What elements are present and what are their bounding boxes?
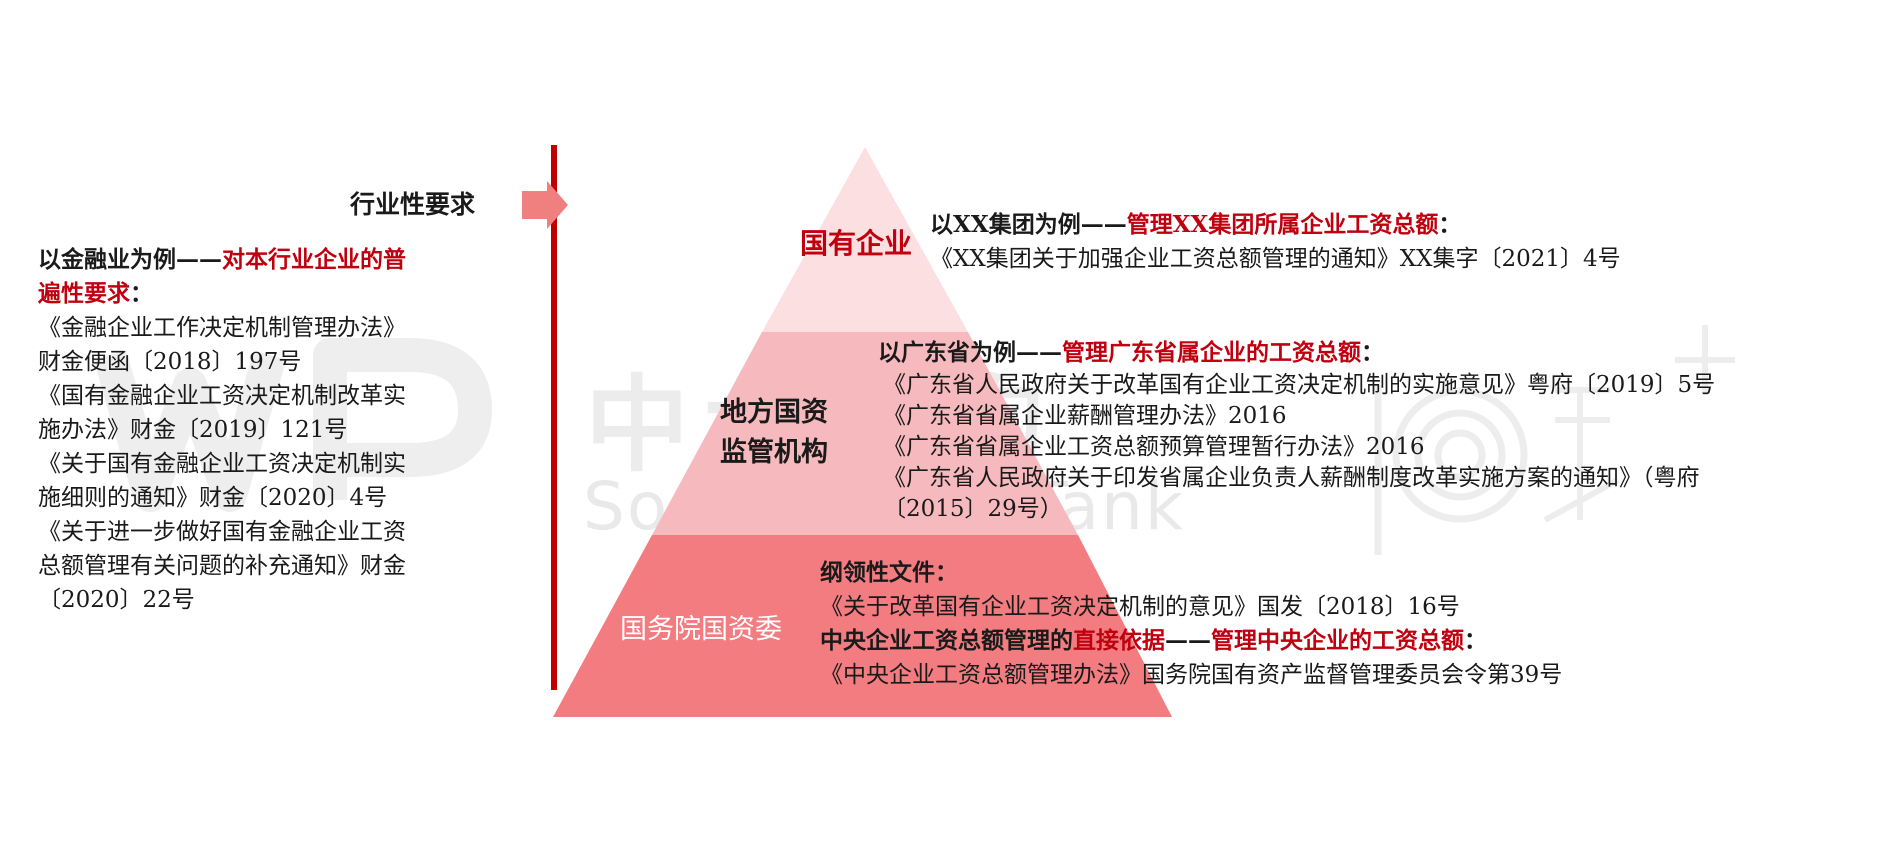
tier-top-text: 以XX集团为例——管理XX集团所属企业工资总额： 《XX集团关于加强企业工资总额… bbox=[930, 208, 1621, 276]
pyramid-tier-bottom bbox=[553, 535, 1172, 717]
industry-heading-suffix: ： bbox=[130, 280, 153, 307]
industry-line: 《国有金融企业工资决定机制改革实 bbox=[38, 383, 406, 409]
tier-middle-label-line2: 监管机构 bbox=[720, 437, 828, 468]
tier-middle-label: 地方国资 监管机构 bbox=[720, 393, 828, 473]
tier-middle-heading-red: 管理广东省属企业的工资总额 bbox=[1062, 339, 1361, 366]
tier-middle-lines: 《广东省人民政府关于改革国有企业工资决定机制的实施意见》粤府〔2019〕5号 《… bbox=[878, 370, 1715, 525]
industry-line: 总额管理有关问题的补充通知》财金 bbox=[38, 553, 406, 579]
industry-heading-red-1: 对本行业企业的普 bbox=[222, 246, 406, 273]
industry-heading-line2: 遍性要求： bbox=[38, 277, 406, 311]
tier-top-line: 《XX集团关于加强企业工资总额管理的通知》XX集字〔2021〕4号 bbox=[930, 246, 1621, 272]
tier-bottom-guide-heading: 纲领性文件： bbox=[820, 559, 958, 586]
tier-bottom-guide-line: 《关于改革国有企业工资决定机制的意见》国发〔2018〕16号 bbox=[820, 594, 1460, 620]
tier-middle-text: 以广东省为例——管理广东省属企业的工资总额： 《广东省人民政府关于改革国有企业工… bbox=[878, 336, 1715, 525]
tier-bottom-direct-heading: 中央企业工资总额管理的直接依据——管理中央企业的工资总额： bbox=[820, 624, 1562, 658]
tier-middle-line: 《广东省省属企业工资总额预算管理暂行办法》2016 bbox=[883, 434, 1425, 460]
arrow-icon bbox=[522, 181, 568, 229]
pyramid-tier-top bbox=[762, 147, 968, 332]
tier-top-label: 国有企业 bbox=[800, 227, 913, 260]
tier-bottom-direct-line: 《中央企业工资总额管理办法》国务院国有资产监督管理委员会令第39号 bbox=[820, 662, 1563, 688]
industry-line: 《关于国有金融企业工资决定机制实 bbox=[38, 451, 406, 477]
industry-heading-prefix: 以金融业为例—— bbox=[38, 246, 222, 273]
tier-bottom-text: 纲领性文件： 《关于改革国有企业工资决定机制的意见》国发〔2018〕16号 中央… bbox=[820, 556, 1562, 692]
tier-top-heading-prefix: 以XX集团为例—— bbox=[930, 211, 1127, 238]
tier-middle-line: 《广东省人民政府关于改革国有企业工资决定机制的实施意见》粤府〔2019〕5号 bbox=[883, 372, 1716, 398]
tier-middle-line: 《广东省人民政府关于印发省属企业负责人薪酬制度改革实施方案的通知》（粤府 bbox=[883, 465, 1700, 491]
industry-line: 施办法》财金〔2019〕121号 bbox=[38, 417, 348, 443]
tier-middle-heading-prefix: 以广东省为例—— bbox=[878, 339, 1062, 366]
industry-arrow-label: 行业性要求 bbox=[350, 190, 476, 219]
tier-bottom-direct-prefix: 中央企业工资总额管理的 bbox=[820, 627, 1073, 654]
tier-middle-heading-suffix: ： bbox=[1361, 339, 1384, 366]
tier-middle-line: 〔2015〕29号） bbox=[883, 496, 1063, 522]
industry-line: 《金融企业工作决定机制管理办法》 bbox=[38, 315, 406, 341]
tier-middle-heading: 以广东省为例——管理广东省属企业的工资总额： bbox=[878, 336, 1715, 370]
industry-line: 财金便函〔2018〕197号 bbox=[38, 349, 302, 375]
tier-top-heading: 以XX集团为例——管理XX集团所属企业工资总额： bbox=[930, 208, 1621, 242]
tier-bottom-direct-suffix: ： bbox=[1464, 627, 1487, 654]
tier-top-heading-suffix: ： bbox=[1438, 211, 1462, 238]
industry-heading-red-2: 遍性要求 bbox=[38, 280, 130, 307]
industry-heading-line1: 以金融业为例——对本行业企业的普 bbox=[38, 243, 406, 277]
tier-bottom-direct-red-2: 管理中央企业的工资总额 bbox=[1211, 627, 1464, 654]
industry-block: 以金融业为例——对本行业企业的普 遍性要求： 《金融企业工作决定机制管理办法》 … bbox=[38, 243, 406, 617]
tier-middle-label-line1: 地方国资 bbox=[720, 397, 828, 428]
tier-bottom-label: 国务院国资委 bbox=[620, 614, 782, 645]
tier-middle-line: 《广东省省属企业薪酬管理办法》2016 bbox=[883, 403, 1287, 429]
tier-bottom-direct-mid: —— bbox=[1165, 627, 1211, 654]
tier-bottom-direct-red-1: 直接依据 bbox=[1073, 627, 1165, 654]
pyramid-tier-middle bbox=[652, 332, 1078, 535]
industry-line: 〔2020〕22号 bbox=[38, 587, 195, 613]
industry-line: 施细则的通知》财金〔2020〕4号 bbox=[38, 485, 388, 511]
industry-line: 《关于进一步做好国有金融企业工资 bbox=[38, 519, 406, 545]
tier-top-heading-red: 管理XX集团所属企业工资总额 bbox=[1126, 211, 1439, 238]
